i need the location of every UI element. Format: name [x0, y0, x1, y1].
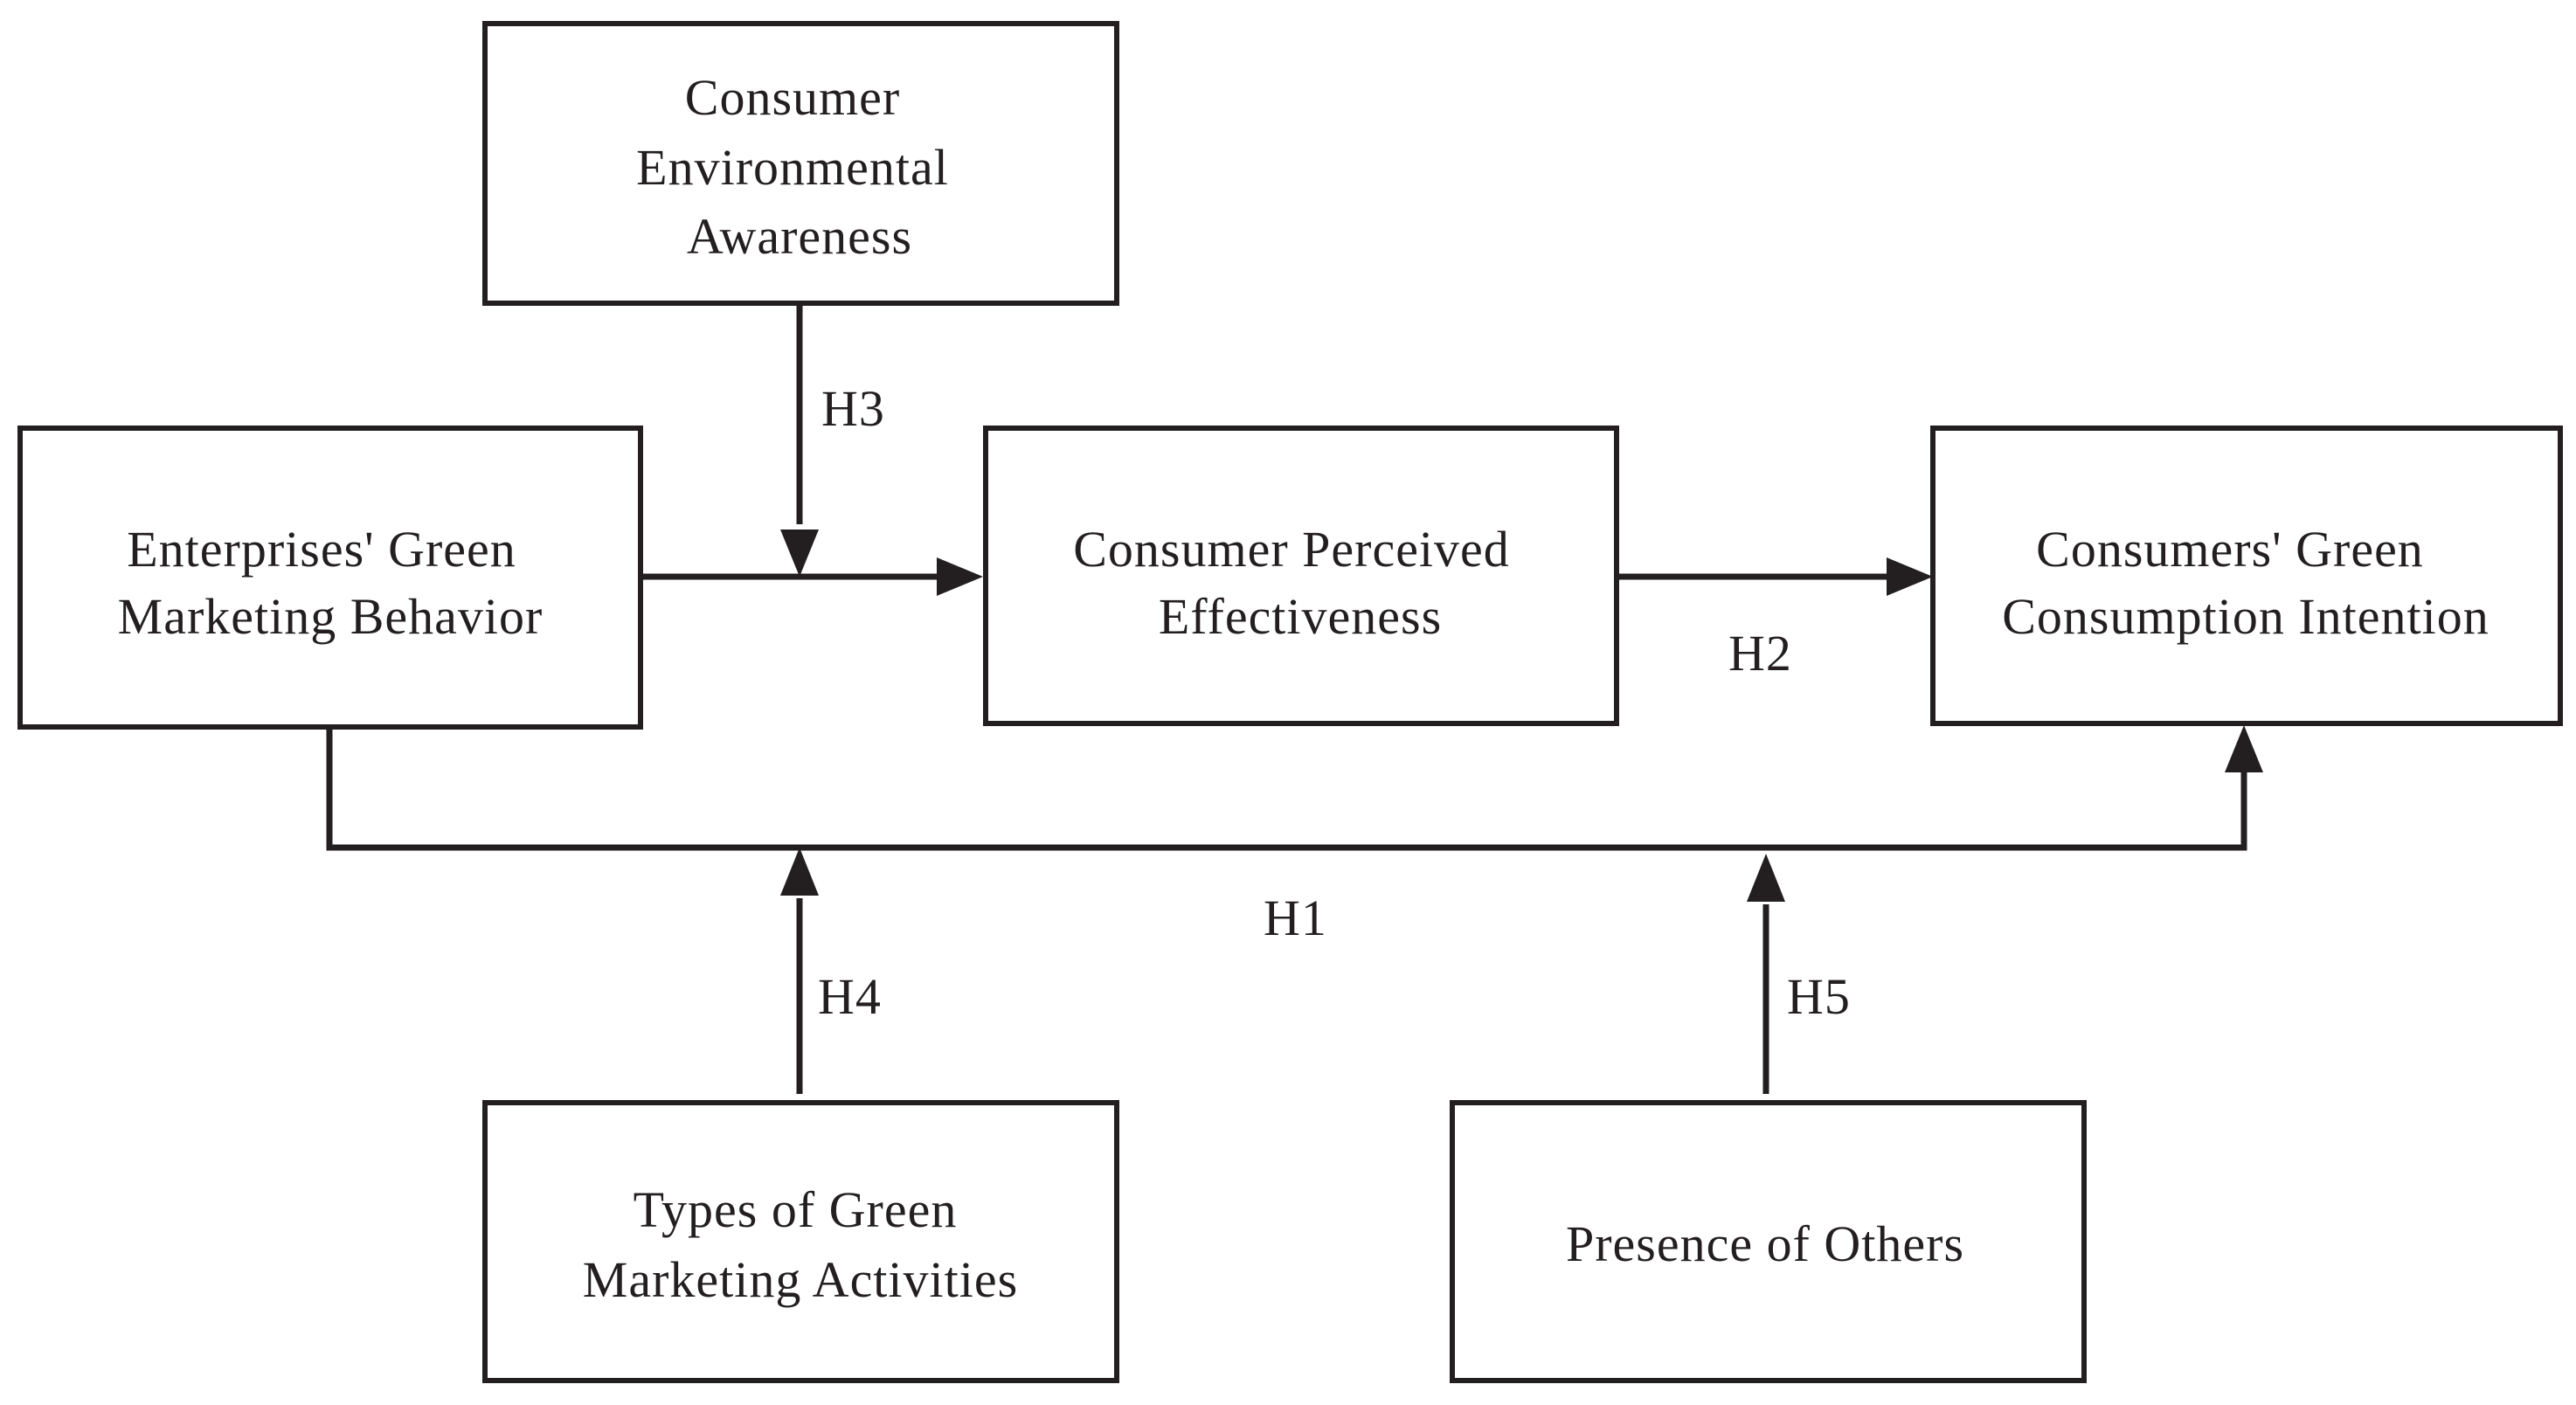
arrow-behavior-to-intention: [326, 727, 2247, 851]
node-green-marketing-behavior: Enterprises' Green Marketing Behavior: [17, 426, 643, 730]
node-perceived-effectiveness: Consumer Perceived Effectiveness: [983, 426, 1619, 726]
hypothesis-label-h4: H4: [818, 968, 882, 1025]
node-label-line: Marketing Behavior: [118, 588, 544, 645]
arrowhead-intention-h2: [1887, 557, 1933, 596]
arrowhead-others: [1747, 854, 1785, 902]
node-label-line: Awareness: [687, 208, 912, 265]
arrowhead-awareness: [780, 529, 819, 577]
node-label-line: Enterprises' Green: [127, 521, 516, 578]
node-environmental-awareness: Consumer Environmental Awareness: [482, 21, 1119, 306]
hypothesis-label-h1: H1: [1264, 889, 1327, 946]
node-label-line: Types of Green: [634, 1181, 958, 1238]
hypothesis-label-h5: H5: [1787, 968, 1851, 1025]
node-label-line: Consumers' Green: [2036, 521, 2424, 578]
connectors: [326, 303, 2263, 1094]
hypothesis-label-h2: H2: [1728, 625, 1792, 682]
hypothesis-label-h3: H3: [821, 380, 885, 437]
node-label-line: Presence of Others: [1566, 1215, 1964, 1272]
arrowhead-effectiveness: [937, 557, 983, 596]
node-label-line: Consumption Intention: [2002, 588, 2489, 645]
node-presence-of-others: Presence of Others: [1450, 1100, 2087, 1383]
node-green-consumption-intention: Consumers' Green Consumption Intention: [1930, 426, 2563, 726]
arrowhead-activity: [780, 848, 819, 896]
node-label-line: Consumer: [685, 69, 900, 126]
node-label-line: Consumer Perceived: [1073, 521, 1510, 578]
node-label-line: Effectiveness: [1159, 588, 1442, 645]
arrowhead-intention-h1: [2225, 725, 2263, 772]
node-label-line: Environmental: [636, 139, 949, 196]
node-label-line: Marketing Activities: [583, 1251, 1018, 1308]
node-activity-types: Types of Green Marketing Activities: [482, 1100, 1119, 1383]
